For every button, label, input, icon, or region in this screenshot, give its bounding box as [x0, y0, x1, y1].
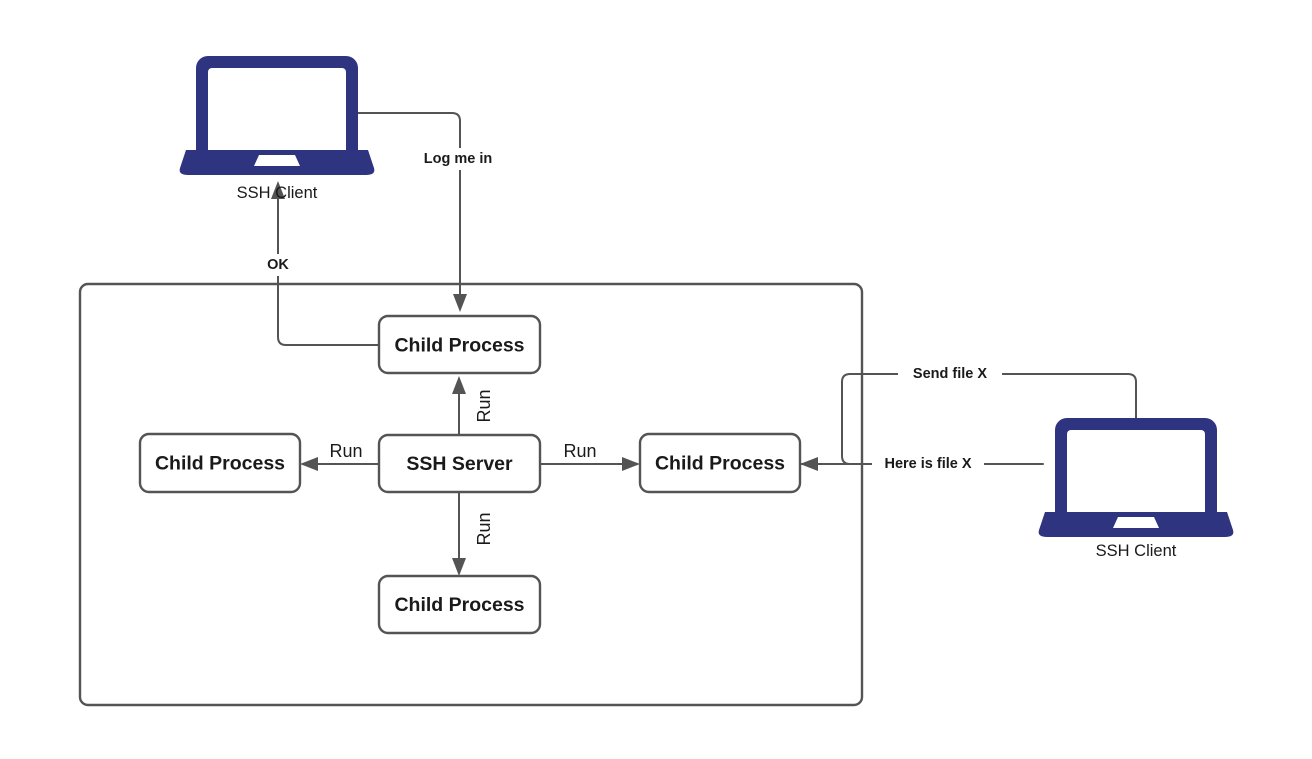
ssh-client-top-caption: SSH Client [237, 184, 318, 202]
arrowhead-run-up [452, 376, 466, 394]
run-right-label-bg [557, 439, 603, 463]
child-process-top-rect[interactable] [377, 314, 542, 375]
arrowhead-log-me-in [453, 294, 467, 312]
node-ssh-server[interactable]: SSH Server [377, 433, 542, 494]
laptop-right-trackpad-notch [1113, 517, 1159, 528]
edge-send-file-x [799, 373, 1137, 465]
child-process-top-label: Child Process [394, 335, 524, 357]
ssh-client-laptop-right: SSH Client [1038, 418, 1234, 560]
ssh-server-host-boundary [78, 282, 864, 707]
edge-label-log-me-in: Log me in [424, 151, 492, 167]
send-file-x-label-bg [898, 363, 1002, 385]
ssh-client-right-caption: SSH Client [1096, 542, 1177, 560]
arrowhead-here-is-file-x [800, 457, 818, 471]
child-process-right-label: Child Process [655, 453, 785, 475]
ssh-server-rect[interactable] [377, 433, 542, 494]
run-left-label-bg [323, 439, 369, 463]
arrowhead-run-down [452, 558, 466, 576]
arrowhead-run-right [622, 457, 640, 471]
edge-label-run-right: Run [563, 441, 596, 461]
node-child-process-right[interactable]: Child Process [638, 432, 802, 494]
run-down-label-bg [472, 505, 496, 553]
laptop-top-screen-display [208, 68, 346, 160]
node-child-process-left[interactable]: Child Process [138, 432, 302, 494]
child-process-left-label: Child Process [155, 453, 285, 475]
edge-log-me-in [357, 112, 461, 301]
child-process-left-rect[interactable] [138, 432, 302, 494]
edge-label-run-up-group: Run [472, 382, 496, 430]
node-child-process-bottom[interactable]: Child Process [377, 574, 542, 635]
run-up-label-bg [472, 382, 496, 430]
edge-label-ok: OK [267, 257, 289, 273]
edge-label-send-file-x: Send file X [913, 366, 987, 382]
here-is-file-x-label-bg [872, 453, 984, 475]
child-process-right-rect[interactable] [638, 432, 802, 494]
log-me-in-label-bg [412, 148, 504, 170]
child-process-bottom-label: Child Process [394, 594, 524, 616]
child-process-bottom-rect[interactable] [377, 574, 542, 635]
edge-ok [277, 192, 380, 346]
edge-label-run-up: Run [474, 389, 494, 422]
arrowhead-run-left [300, 457, 318, 471]
ok-label-bg [260, 254, 294, 276]
laptop-top-trackpad-notch [254, 155, 300, 166]
laptop-right-screen-display [1067, 430, 1205, 522]
node-child-process-top[interactable]: Child Process [377, 314, 542, 375]
ssh-server-label: SSH Server [406, 453, 513, 475]
ssh-client-laptop-top: SSH Client [179, 56, 375, 202]
edge-label-run-down-group: Run [472, 505, 496, 553]
edge-label-run-down: Run [474, 512, 494, 545]
arrowhead-ok [271, 181, 285, 199]
edge-label-run-left: Run [329, 441, 362, 461]
edge-label-here-is-file-x: Here is file X [884, 456, 971, 472]
